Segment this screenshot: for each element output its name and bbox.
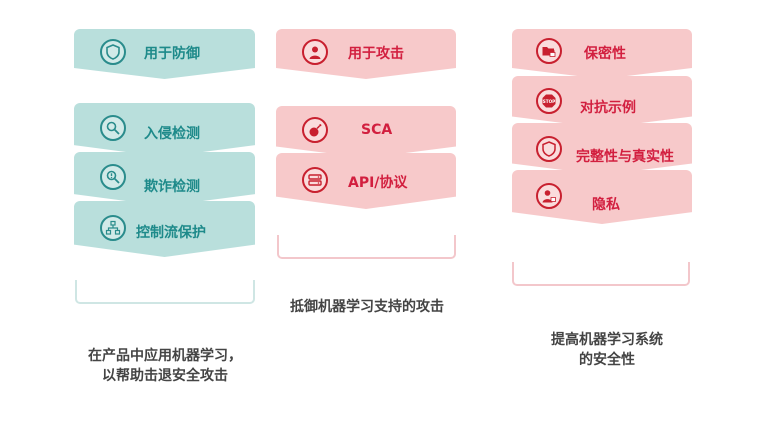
tile-label: API/协议 (348, 175, 408, 191)
attack-header-tile: 用于攻击 (276, 29, 456, 79)
tile-label: 保密性 (584, 46, 626, 62)
column-bracket (75, 280, 255, 304)
ml-security-caption: 提高机器学习系统 的安全性 (512, 330, 702, 370)
caption-line: 以帮助击退安全攻击 (102, 368, 228, 384)
shield-check-icon (536, 136, 562, 162)
caption-line: 在产品中应用机器学习， (88, 348, 242, 364)
tile-label: 用于防御 (144, 46, 200, 62)
tile-label: 对抗示例 (580, 100, 636, 116)
shield-icon (100, 39, 126, 65)
privacy-tile: 隐私 (512, 170, 692, 224)
caption-line: 的安全性 (579, 352, 635, 368)
hacker-icon (302, 39, 328, 65)
stop-sign-icon: STOP (536, 88, 562, 114)
magnifier-icon (100, 115, 126, 141)
control-flow-protection-tile: 控制流保护 (74, 201, 255, 257)
svg-text:STOP: STOP (543, 99, 556, 104)
tile-label: 欺诈检测 (144, 179, 200, 195)
network-icon (100, 215, 126, 241)
tile-label: 用于攻击 (348, 46, 404, 62)
fraud-detection-tile: 欺诈检测 (74, 152, 255, 206)
tile-label: SCA (361, 122, 393, 138)
adversarial-examples-tile: STOP 对抗示例 (512, 76, 692, 128)
tile-label: 控制流保护 (136, 225, 206, 241)
attack-caption: 抵御机器学习支持的攻击 (276, 297, 458, 317)
integrity-authenticity-tile: 完整性与真实性 (512, 123, 692, 175)
server-icon (302, 167, 328, 193)
user-lock-icon (536, 183, 562, 209)
confidentiality-tile: 保密性 (512, 29, 692, 79)
defense-caption: 在产品中应用机器学习， 以帮助击退安全攻击 (70, 346, 260, 386)
caption-line: 抵御机器学习支持的攻击 (290, 299, 444, 315)
tile-label: 隐私 (592, 197, 620, 213)
tile-label: 完整性与真实性 (576, 149, 674, 165)
caption-line: 提高机器学习系统 (551, 332, 663, 348)
magnifier-alert-icon (100, 164, 126, 190)
sca-tile: SCA (276, 106, 456, 158)
api-protocol-tile: API/协议 (276, 153, 456, 209)
column-bracket (277, 235, 456, 259)
defense-header-tile: 用于防御 (74, 29, 255, 79)
column-bracket (512, 262, 690, 286)
folder-lock-icon (536, 38, 562, 64)
intrusion-detection-tile: 入侵检测 (74, 103, 255, 157)
tile-label: 入侵检测 (144, 126, 200, 142)
bomb-icon (302, 117, 328, 143)
